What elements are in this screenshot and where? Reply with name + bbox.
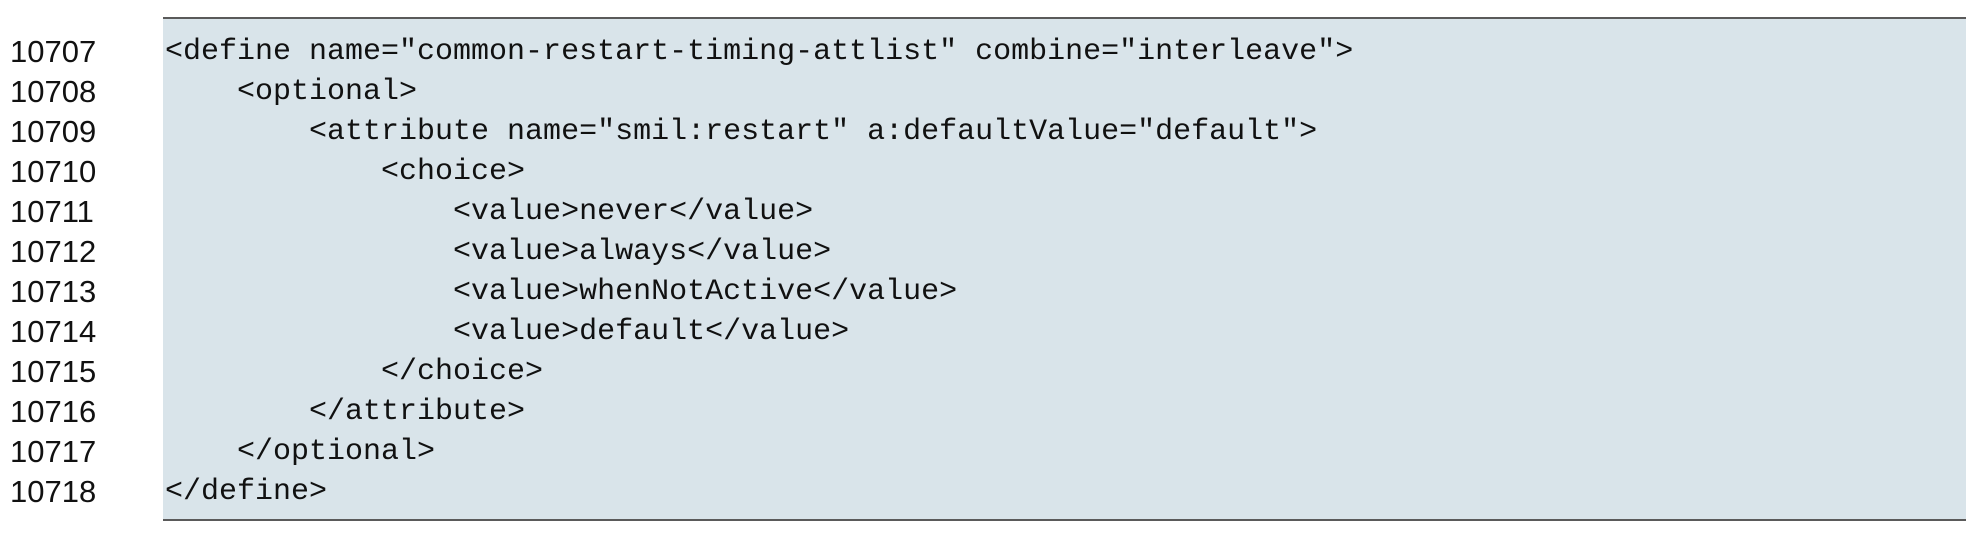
code-line: <value>never</value>: [165, 195, 814, 229]
code-line: <value>always</value>: [165, 235, 832, 269]
code-line: <choice>: [165, 155, 526, 189]
code-line: <value>default</value>: [165, 315, 850, 349]
code-line: <value>whenNotActive</value>: [165, 275, 958, 309]
line-number: 10712: [10, 234, 97, 269]
line-number: 10713: [10, 274, 97, 309]
code-line: </choice>: [165, 355, 544, 389]
line-number: 10717: [10, 434, 97, 469]
line-number: 10718: [10, 474, 97, 509]
line-number: 10714: [10, 314, 97, 349]
code-text-column: <define name="common-restart-timing-attl…: [165, 32, 1955, 512]
line-number: 10708: [10, 74, 97, 109]
line-number: 10715: [10, 354, 97, 389]
line-number: 10707: [10, 34, 97, 69]
code-line: </attribute>: [165, 395, 526, 429]
line-number: 10710: [10, 154, 97, 189]
line-number-column: 10707 10708 10709 10710 10711 10712 1071…: [10, 32, 150, 512]
code-line: </define>: [165, 475, 328, 509]
code-line: <optional>: [165, 75, 418, 109]
line-number: 10709: [10, 114, 97, 149]
line-number: 10716: [10, 394, 97, 429]
line-number: 10711: [10, 194, 94, 229]
code-line: <attribute name="smil:restart" a:default…: [165, 115, 1318, 149]
code-line: <define name="common-restart-timing-attl…: [165, 35, 1354, 69]
code-line: </optional>: [165, 435, 436, 469]
code-block-background: [163, 17, 1966, 521]
